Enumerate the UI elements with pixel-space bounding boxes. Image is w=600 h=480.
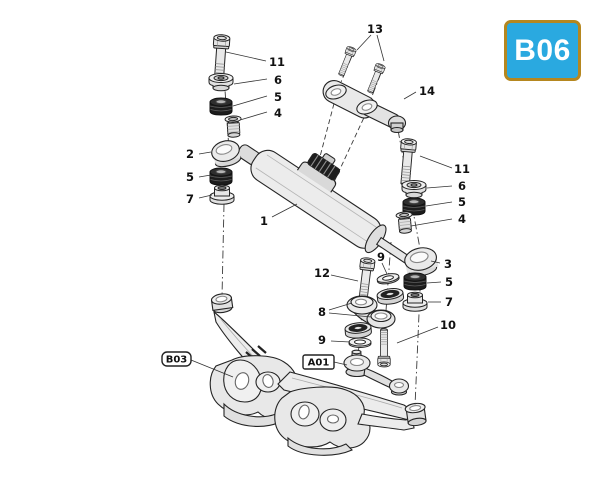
callout-11-left: 11 bbox=[269, 55, 285, 69]
part-cup-7-lowerright bbox=[402, 291, 428, 312]
part-pitman-arm bbox=[343, 349, 410, 396]
part-bearing-upper bbox=[375, 286, 405, 307]
callout-7-left: 7 bbox=[186, 192, 194, 206]
part-bearing-lower bbox=[344, 321, 373, 340]
callout-4-right: 4 bbox=[458, 212, 466, 226]
part-damper-body bbox=[237, 144, 419, 270]
part-bushing-5-midleft bbox=[209, 167, 233, 186]
part-bracket-14 bbox=[322, 79, 407, 134]
part-bolt-11-right bbox=[396, 137, 418, 187]
callout-6-left: 6 bbox=[274, 73, 282, 87]
ref-box-a01[interactable]: A01 bbox=[302, 354, 335, 370]
callout-7-lowerright: 7 bbox=[445, 295, 453, 309]
callout-5-left: 5 bbox=[274, 90, 282, 104]
page-badge-label: B06 bbox=[514, 33, 571, 67]
part-bushing-5-lowerright bbox=[403, 272, 427, 291]
subframe-control-arms bbox=[209, 293, 427, 456]
callout-1: 1 bbox=[260, 214, 268, 228]
part-sleeve-4-left bbox=[224, 115, 243, 139]
part-washer-6-right bbox=[401, 180, 427, 199]
part-link-8 bbox=[346, 295, 396, 329]
callout-9-upper: 9 bbox=[377, 250, 385, 264]
callout-12: 12 bbox=[314, 266, 330, 280]
ref-box-b03[interactable]: B03 bbox=[161, 351, 192, 367]
callout-6-right: 6 bbox=[458, 179, 466, 193]
part-damper-eye-left bbox=[211, 140, 242, 168]
ref-box-a01-label: A01 bbox=[308, 358, 330, 369]
leader-lines bbox=[190, 34, 453, 378]
callout-11-right: 11 bbox=[454, 162, 470, 176]
part-cup-7-left bbox=[209, 184, 235, 205]
part-bolt-10 bbox=[377, 328, 391, 368]
callout-5-right: 5 bbox=[458, 195, 466, 209]
part-damper-eye-right bbox=[404, 247, 439, 277]
callout-14: 14 bbox=[419, 84, 435, 98]
ref-box-b03-label: B03 bbox=[166, 355, 188, 366]
callout-10: 10 bbox=[440, 318, 456, 332]
part-bushing-5-left bbox=[209, 97, 233, 116]
part-washer-9-upper bbox=[375, 271, 401, 286]
callout-13: 13 bbox=[367, 22, 383, 36]
part-washer-9-lower bbox=[348, 337, 372, 348]
part-washer-6-left bbox=[208, 73, 234, 92]
callout-9-lower: 9 bbox=[318, 333, 326, 347]
callout-5-midleft: 5 bbox=[186, 170, 194, 184]
callout-3: 3 bbox=[444, 257, 452, 271]
callout-2: 2 bbox=[186, 147, 194, 161]
page-badge[interactable]: B06 bbox=[504, 20, 581, 81]
callout-8: 8 bbox=[318, 305, 326, 319]
part-sleeve-4-right bbox=[395, 210, 415, 235]
callout-5-lowerright: 5 bbox=[445, 275, 453, 289]
callout-4-left: 4 bbox=[274, 106, 282, 120]
